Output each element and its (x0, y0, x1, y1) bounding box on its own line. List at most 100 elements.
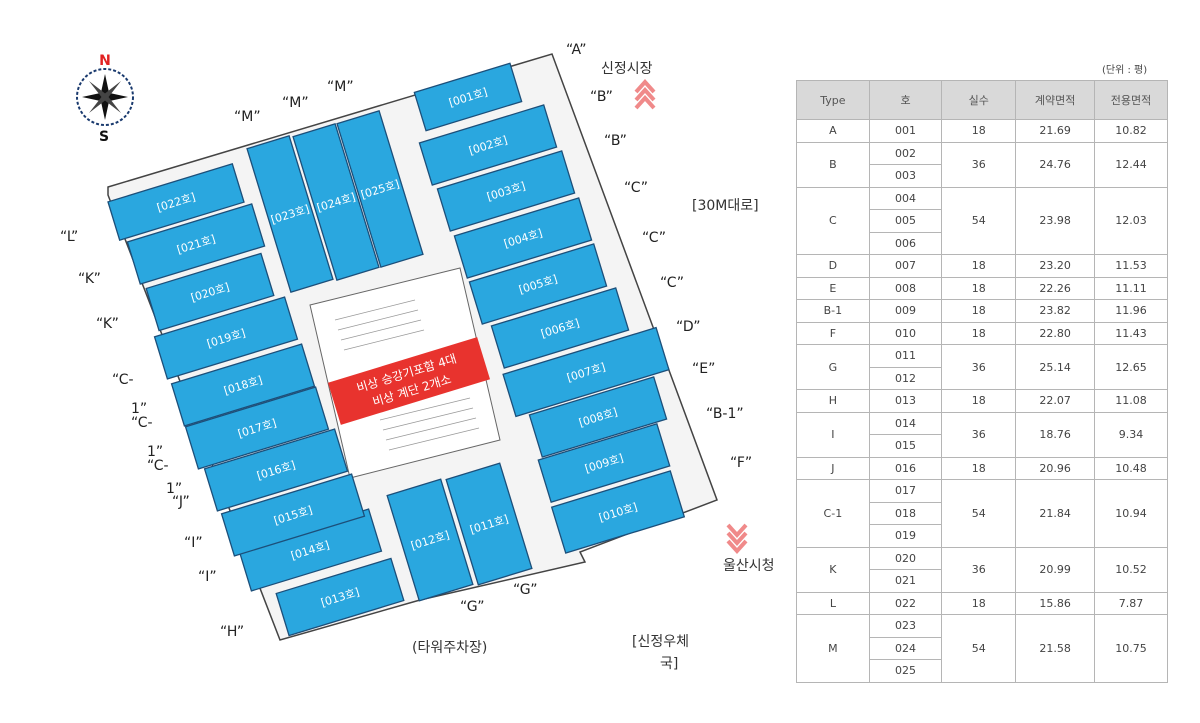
cell-rooms: 18 (941, 321, 1017, 345)
type-label-d: “D” (676, 319, 700, 335)
cell-type: I (796, 411, 870, 458)
cell-unit: 008 (868, 276, 943, 300)
cell-type: K (796, 546, 870, 593)
type-label-i-1: “I” (184, 535, 203, 551)
type-label-c1-a: “C- (147, 458, 169, 474)
unit-018[interactable]: [018호] (170, 343, 316, 427)
cell-contract-area: 20.96 (1015, 456, 1095, 480)
header-contract-area: 계약면적 (1015, 80, 1095, 120)
type-label-m-2: “M” (282, 95, 309, 111)
cell-exclusive-area: 12.44 (1093, 141, 1169, 188)
units-layer: [001호] [002호] [003호] [004호] [005호] [006호… (107, 62, 686, 637)
unit-016[interactable]: [016호] (203, 428, 349, 512)
cell-contract-area: 18.76 (1015, 411, 1095, 458)
cell-unit: 016 (868, 456, 943, 480)
type-label-c-2: “C” (642, 230, 666, 246)
cell-exclusive-area: 10.52 (1093, 546, 1169, 593)
unit-002[interactable]: [002호] (418, 104, 558, 186)
table-unit-note: (단위 : 평) (1102, 65, 1148, 76)
type-label-m-3: “M” (327, 79, 354, 95)
header-exclusive-area: 전용면적 (1093, 80, 1169, 120)
unit-008[interactable]: [008호] (528, 376, 668, 458)
label-ulsan-city-hall: 울산시청 (723, 558, 775, 574)
unit-011[interactable]: [011호] (445, 462, 533, 586)
cell-unit: 011 (868, 344, 943, 368)
compass-needle-diag2 (89, 81, 121, 113)
unit-025[interactable]: [025호] (336, 110, 424, 268)
cell-type: B-1 (796, 299, 870, 323)
unit-009[interactable]: [009호] (537, 423, 671, 503)
cell-type: J (796, 456, 870, 480)
unit-021[interactable]: [021호] (126, 203, 266, 285)
unit-020[interactable]: [020호] (145, 252, 275, 332)
unit-004[interactable]: [004호] (453, 197, 593, 279)
unit-012[interactable]: [012호] (386, 478, 474, 602)
cell-contract-area: 23.82 (1015, 299, 1095, 323)
cell-contract-area: 22.07 (1015, 389, 1095, 413)
cell-rooms: 18 (941, 119, 1017, 143)
cell-rooms: 36 (941, 344, 1017, 390)
cell-exclusive-area: 10.48 (1093, 456, 1169, 480)
type-label-m-1: “M” (234, 109, 261, 125)
unit-017[interactable]: [017호] (184, 386, 330, 470)
cell-rooms: 54 (941, 479, 1017, 548)
cell-unit: 015 (868, 434, 943, 458)
type-label-g-1: “G” (460, 599, 485, 615)
type-label-k-2: “K” (96, 316, 119, 332)
cell-unit: 024 (868, 636, 943, 660)
cell-unit: 003 (868, 164, 943, 188)
unit-007[interactable]: [007호] (502, 326, 670, 418)
type-label-l: “L” (60, 229, 78, 245)
table-row: 003 (797, 164, 1168, 188)
label-road-30m: [30M대로] (692, 198, 759, 214)
header-type: Type (796, 80, 870, 120)
unit-010[interactable]: [010호] (550, 470, 686, 554)
unit-013[interactable]: [013호] (275, 557, 405, 637)
cell-type: G (796, 344, 870, 390)
cell-contract-area: 23.98 (1015, 186, 1095, 255)
cell-type: C-1 (796, 479, 870, 548)
cell-rooms: 36 (941, 546, 1017, 593)
cell-exclusive-area: 11.96 (1093, 299, 1169, 323)
cell-contract-area: 21.58 (1015, 614, 1095, 683)
unit-015[interactable]: [015호] (220, 473, 366, 557)
stair-lines (334, 299, 480, 451)
unit-024[interactable]: [024호] (292, 123, 380, 281)
cell-exclusive-area: 11.53 (1093, 254, 1169, 278)
unit-023[interactable]: [023호] (246, 135, 334, 293)
unit-003[interactable]: [003호] (436, 150, 576, 232)
cell-rooms: 54 (941, 186, 1017, 255)
cell-rooms: 36 (941, 411, 1017, 458)
unit-001[interactable]: [001호] (413, 62, 523, 132)
cell-unit: 006 (868, 231, 943, 255)
cell-unit: 012 (868, 366, 943, 390)
notice-box (327, 337, 491, 425)
cell-unit: 022 (868, 591, 943, 615)
unit-006[interactable]: [006호] (490, 287, 630, 369)
cell-rooms: 54 (941, 614, 1017, 683)
label-tower-parking: (타워주차장) (412, 640, 487, 656)
unit-022[interactable]: [022호] (107, 163, 245, 241)
cell-type: M (796, 614, 870, 683)
compass: N S (76, 53, 134, 145)
type-label-h: “H” (220, 624, 244, 640)
type-label-j: “J” (172, 494, 190, 510)
type-label-b-top: “B” (590, 89, 613, 105)
cell-exclusive-area: 11.08 (1093, 389, 1169, 413)
unit-005[interactable]: [005호] (468, 243, 608, 325)
type-label-c1-c-suffix: 1” (166, 481, 182, 497)
compass-ring (76, 68, 134, 126)
cell-contract-area: 15.86 (1015, 591, 1095, 615)
floor-plan: N S [001호] [002호] [003호] [004호] [005호] [… (60, 42, 775, 672)
cell-exclusive-area: 10.82 (1093, 119, 1169, 143)
type-label-b-1: “B-1” (706, 406, 744, 422)
unit-019[interactable]: [019호] (153, 296, 299, 380)
